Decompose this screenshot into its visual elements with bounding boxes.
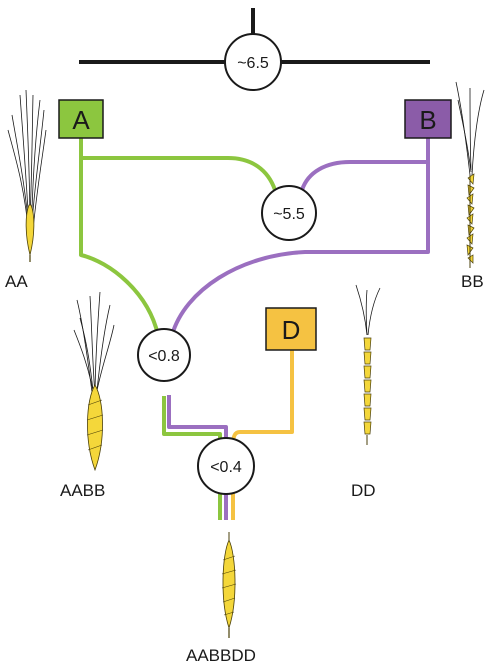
genome-box-b-label: B	[419, 105, 436, 135]
wheat-spike-aabb-image	[73, 291, 115, 472]
genome-box-d: D	[265, 307, 317, 351]
wheat-spike-aabbdd-image	[221, 532, 237, 638]
genome-box-a-label: A	[72, 105, 90, 135]
node-ab-split-label: ~6.5	[237, 55, 269, 72]
wheat-spike-aa-image	[7, 89, 47, 262]
species-label-aabb: AABB	[60, 481, 105, 500]
node-tetraploid-label: <0.8	[148, 348, 180, 365]
genome-box-a: A	[58, 99, 104, 139]
genome-box-b: B	[404, 99, 452, 139]
wheat-spike-bb-image	[455, 81, 485, 268]
node-d-origin-label: ~5.5	[273, 206, 305, 223]
species-label-dd: DD	[351, 481, 376, 500]
node-hexaploid: <0.4	[197, 437, 255, 495]
node-tetraploid: <0.8	[137, 328, 191, 382]
wheat-spike-dd-image	[355, 284, 381, 445]
genome-box-d-label: D	[282, 315, 301, 345]
species-label-aabbdd: AABBDD	[186, 646, 256, 665]
species-label-aa: AA	[5, 272, 28, 291]
node-hexaploid-label: <0.4	[210, 459, 242, 476]
species-label-bb: BB	[461, 272, 484, 291]
node-d-origin: ~5.5	[261, 185, 317, 241]
node-ab-split: ~6.5	[224, 33, 282, 91]
